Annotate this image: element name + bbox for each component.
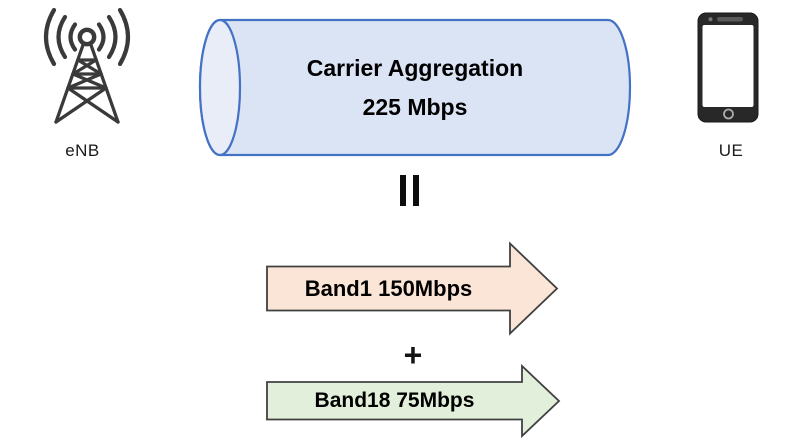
enb-label: eNB [65, 141, 100, 160]
phone-camera [708, 17, 713, 22]
band18-arrow-shape [266, 363, 561, 439]
equals-bar [400, 175, 406, 206]
phone-screen [702, 25, 754, 107]
equals-icon [400, 175, 419, 206]
band1-arrow-shape [266, 241, 559, 336]
radio-waves-left-icon [43, 7, 78, 67]
pipe-left-cap [198, 18, 242, 157]
tower-structure [54, 27, 120, 124]
smartphone-icon [697, 12, 759, 123]
plus-icon: + [403, 336, 423, 373]
band1-arrow [266, 241, 559, 336]
band18-arrow [266, 363, 561, 439]
cell-tower-icon [43, 7, 131, 124]
phone-home-button [723, 108, 734, 120]
ue-label: UE [718, 141, 744, 160]
carrier-pipe [198, 18, 632, 157]
phone-speaker [717, 17, 743, 22]
radio-waves-right-icon [96, 7, 131, 67]
pipe-body [198, 18, 632, 157]
equals-bar [413, 175, 419, 206]
